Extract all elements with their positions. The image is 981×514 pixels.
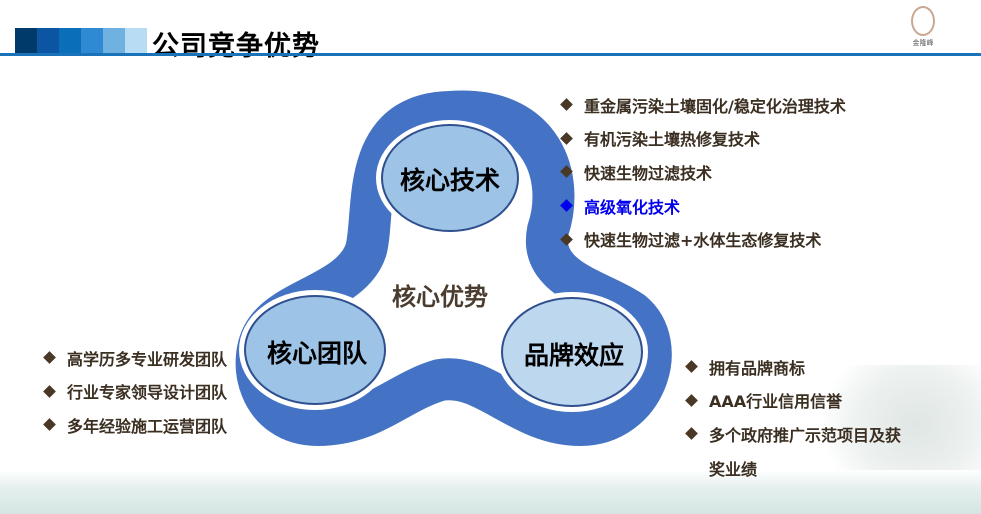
diamond-bullet-icon xyxy=(685,394,698,407)
diamond-bullet-icon xyxy=(685,427,698,441)
diamond-bullet-icon xyxy=(685,360,698,374)
list-item: 拥有品牌商标 xyxy=(685,350,901,384)
background-ground xyxy=(0,470,981,514)
tech-list: 重金属污染土壤固化/稳定化治理技术 有机污染土壤热修复技术 快速生物过滤技术 高… xyxy=(560,88,846,256)
node-core-tech: 核心技术 xyxy=(399,166,500,195)
diamond-bullet-icon xyxy=(43,418,56,432)
list-item: 多年经验施工运营团队 xyxy=(43,408,228,442)
list-item-highlighted: 高级氧化技术 xyxy=(560,189,846,223)
node-tech-shape xyxy=(376,120,524,236)
diamond-bullet-icon xyxy=(560,165,573,179)
company-logo: 金隆峰 xyxy=(905,6,941,52)
list-item: 行业专家领导设计团队 xyxy=(43,375,228,409)
title-divider xyxy=(0,53,981,56)
color-bar xyxy=(59,28,81,53)
list-item-text: 快速生物过滤技术 xyxy=(584,163,713,183)
node-team-shape xyxy=(239,290,391,410)
center-label: 核心优势 xyxy=(392,283,488,311)
list-item-text: 重金属污染土壤固化/稳定化治理技术 xyxy=(584,96,846,116)
list-item-continuation: 奖业绩 xyxy=(687,451,901,485)
logo-ring-icon xyxy=(911,6,935,36)
list-item-text: 快速生物过滤+水体生态修复技术 xyxy=(584,231,822,251)
color-bar xyxy=(37,28,59,53)
list-item: 重金属污染土壤固化/稳定化治理技术 xyxy=(560,88,846,122)
list-item-text: 多个政府推广示范项目及获 xyxy=(709,425,902,445)
list-item: AAA行业信用信誉 xyxy=(685,384,901,418)
diamond-bullet-icon xyxy=(43,351,56,365)
logo-text: 金隆峰 xyxy=(912,39,934,47)
list-item-text: 多年经验施工运营团队 xyxy=(67,416,228,436)
node-brand-shape xyxy=(496,292,648,412)
diamond-bullet-icon xyxy=(560,98,573,112)
color-bar xyxy=(103,28,125,53)
team-list: 高学历多专业研发团队 行业专家领导设计团队 多年经验施工运营团队 xyxy=(43,341,228,442)
diamond-bullet-icon xyxy=(43,385,56,398)
diamond-bullet-icon xyxy=(560,232,573,246)
list-item-text: 拥有品牌商标 xyxy=(709,358,806,378)
node-brand-effect: 品牌效应 xyxy=(523,341,624,370)
list-item-text: 奖业绩 xyxy=(709,459,758,479)
diamond-bullet-icon xyxy=(560,199,573,212)
node-core-team: 核心团队 xyxy=(266,339,367,368)
diamond-bullet-icon xyxy=(560,132,573,145)
list-item-text: 有机污染土壤热修复技术 xyxy=(584,130,761,150)
list-item: 多个政府推广示范项目及获 xyxy=(685,417,902,451)
list-item: 快速生物过滤技术 xyxy=(560,155,846,189)
title-color-bars xyxy=(15,28,147,53)
color-bar xyxy=(15,28,37,53)
color-bar xyxy=(81,28,103,53)
list-item-text: AAA行业信用信誉 xyxy=(709,392,843,412)
color-bar xyxy=(125,28,147,53)
list-item-text: 行业专家领导设计团队 xyxy=(67,383,228,403)
page-title: 公司竞争优势 xyxy=(152,31,320,62)
list-item-text: 高级氧化技术 xyxy=(584,197,681,217)
list-item-text: 高学历多专业研发团队 xyxy=(67,349,228,369)
list-item: 快速生物过滤+水体生态修复技术 xyxy=(560,222,846,256)
brand-list: 拥有品牌商标 AAA行业信用信誉 多个政府推广示范项目及获 奖业绩 xyxy=(685,350,902,485)
list-item: 有机污染土壤热修复技术 xyxy=(560,122,846,156)
list-item: 高学历多专业研发团队 xyxy=(43,341,228,375)
